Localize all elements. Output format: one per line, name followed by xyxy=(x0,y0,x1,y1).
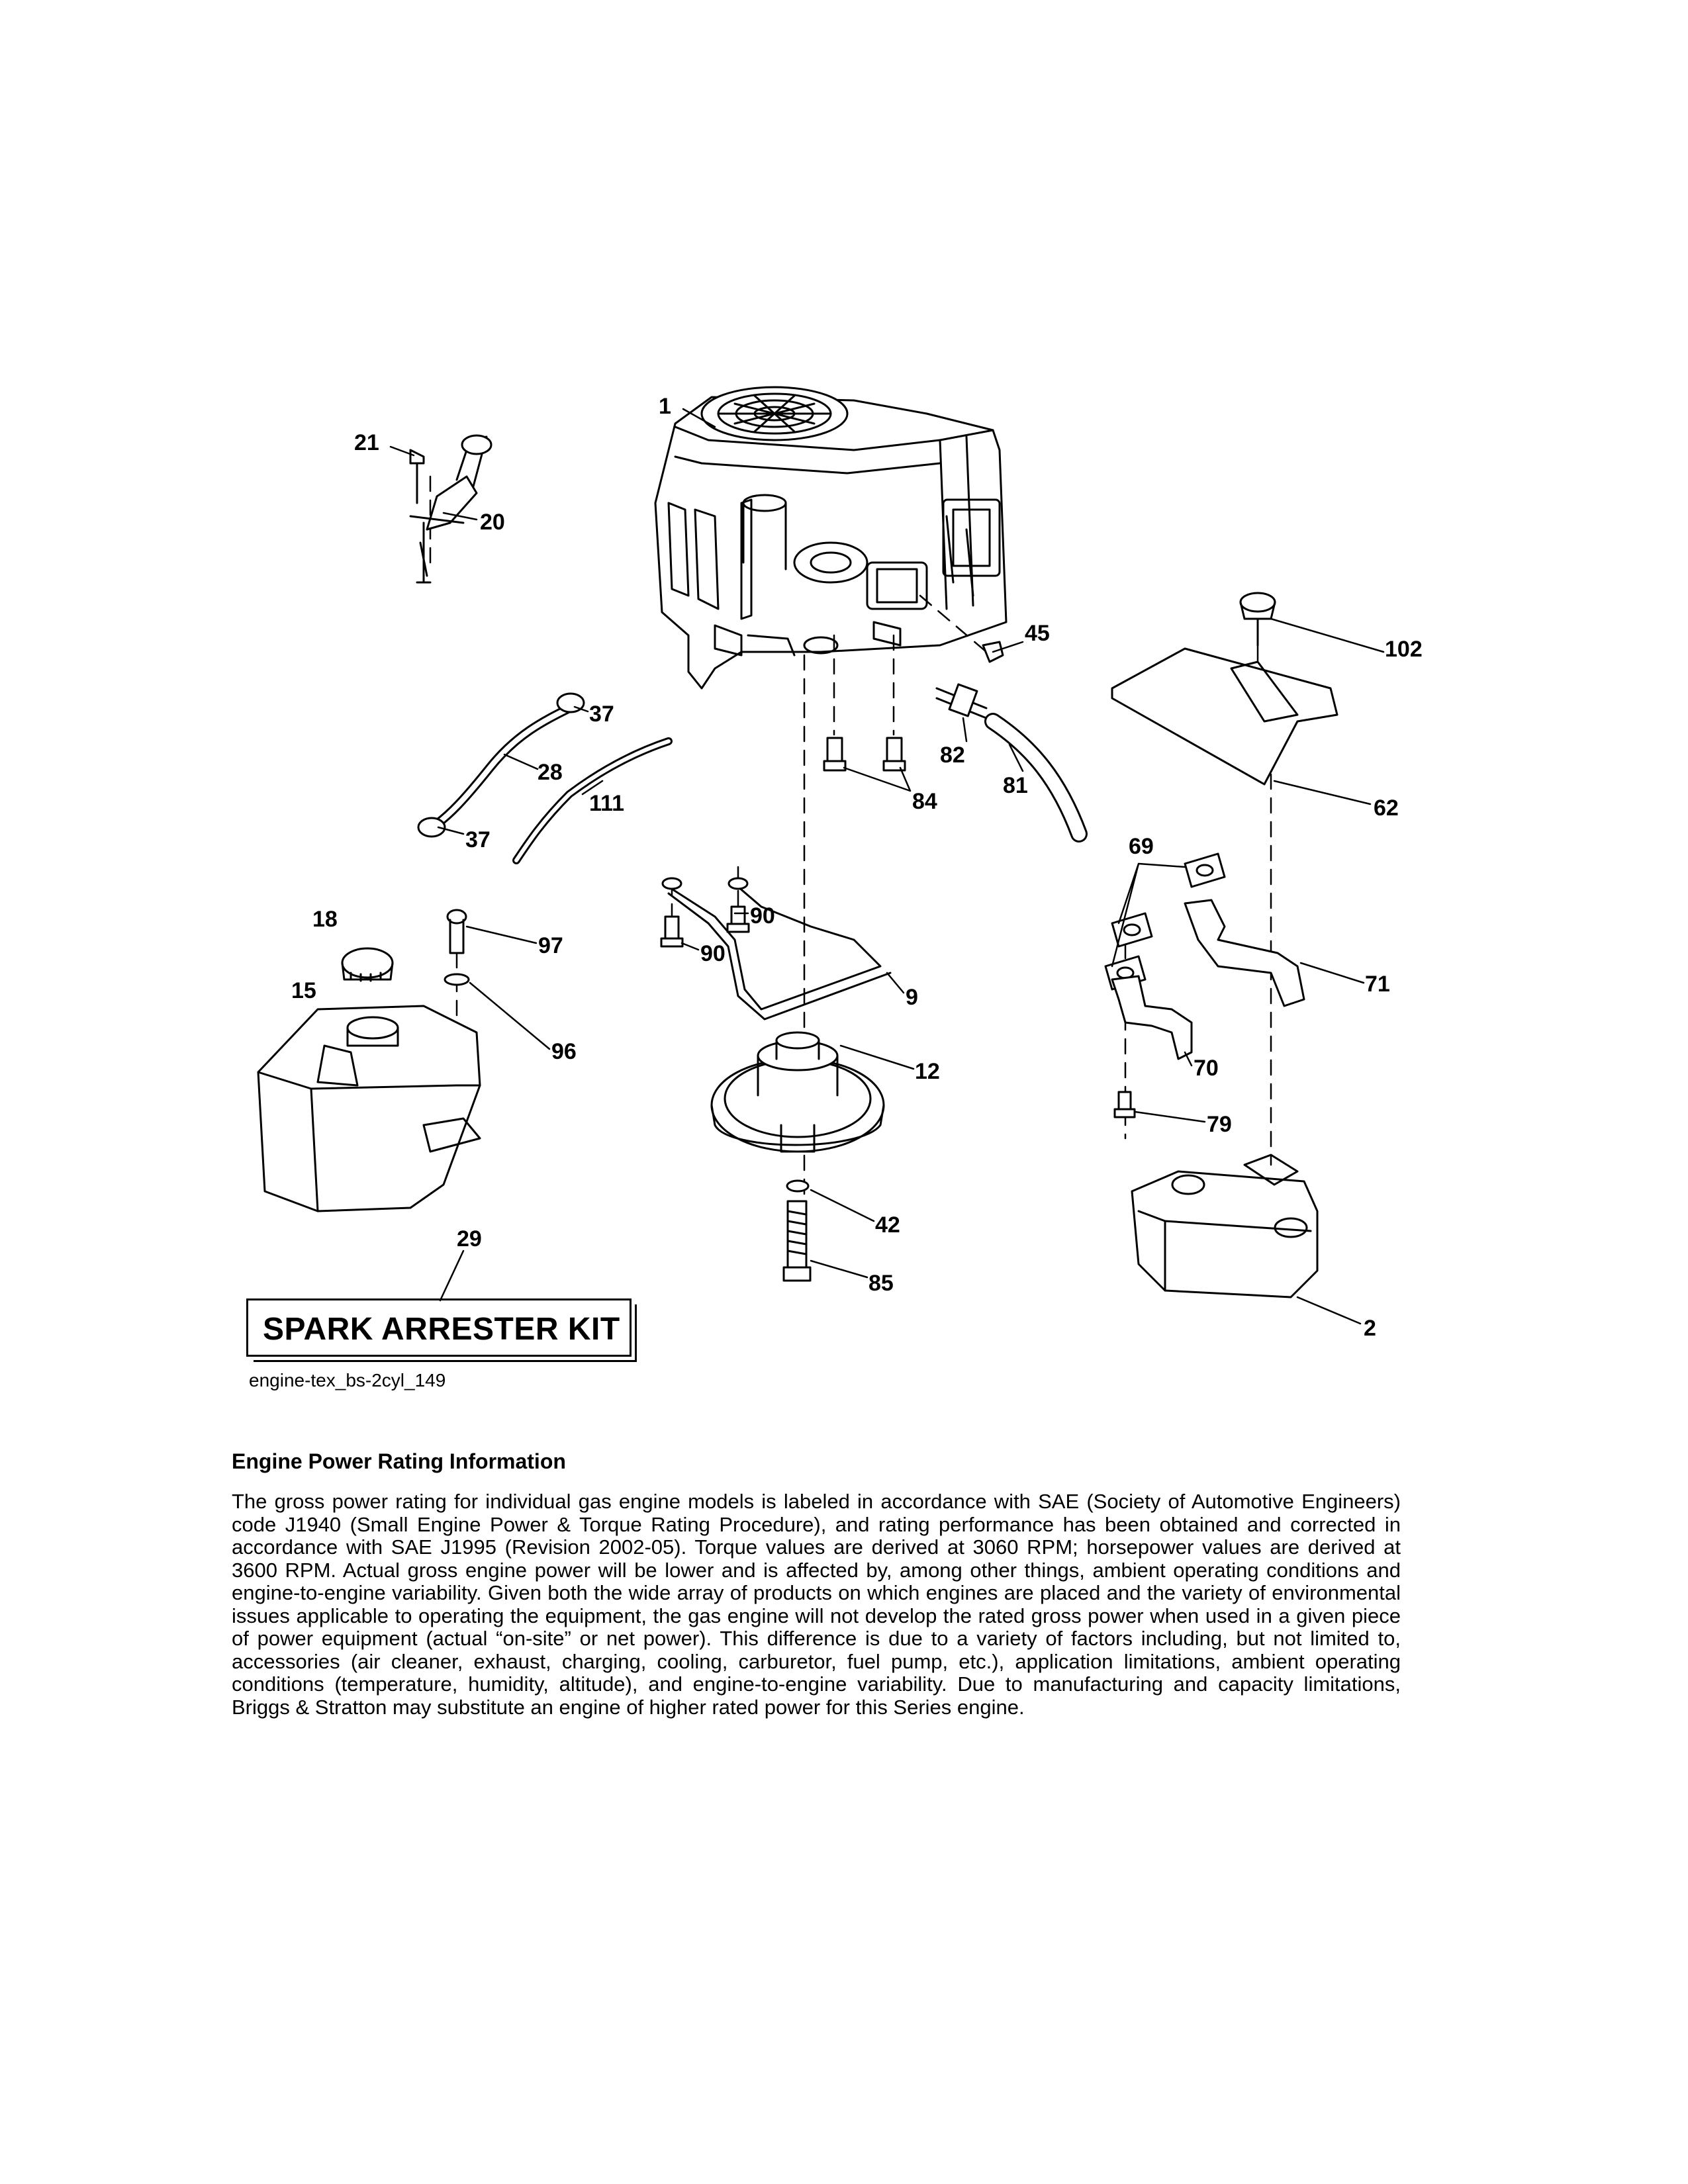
engine-bracket-drawing xyxy=(660,877,892,1021)
fuel-tank-drawing xyxy=(257,909,481,1212)
callout-69: 69 xyxy=(1129,834,1154,859)
mounting-bolts-drawing xyxy=(823,737,906,772)
callout-102: 102 xyxy=(1385,637,1423,662)
callout-2: 2 xyxy=(1364,1316,1376,1341)
callout-70: 70 xyxy=(1194,1056,1219,1081)
callout-97: 97 xyxy=(538,933,563,958)
fuel-line-drawing xyxy=(417,692,673,864)
callout-90-lower: 90 xyxy=(700,941,726,966)
callout-29: 29 xyxy=(457,1226,482,1251)
callout-42: 42 xyxy=(875,1212,900,1238)
callout-9: 9 xyxy=(906,985,918,1010)
callout-84: 84 xyxy=(912,789,937,814)
fuel-fitting-drawing xyxy=(935,641,1088,842)
muffler-drawing xyxy=(1131,1154,1319,1298)
callout-1: 1 xyxy=(659,394,671,419)
callout-81: 81 xyxy=(1003,773,1028,798)
engine-drawing xyxy=(654,386,1008,690)
callout-21: 21 xyxy=(354,430,379,455)
callout-82: 82 xyxy=(940,743,965,768)
callout-labels: 1 21 20 45 102 37 28 111 37 82 84 81 62 … xyxy=(291,394,1423,1341)
callout-62: 62 xyxy=(1374,796,1399,821)
callout-37-upper: 37 xyxy=(589,702,614,727)
callout-90-upper: 90 xyxy=(750,903,775,929)
callout-20: 20 xyxy=(480,510,505,535)
spark-arrester-kit-box: SPARK ARRESTER KIT xyxy=(246,1298,637,1362)
exhaust-pipes-drawing xyxy=(1104,852,1305,1118)
callout-96: 96 xyxy=(551,1039,577,1064)
pulley-drawing xyxy=(710,1031,885,1282)
section-title: Engine Power Rating Information xyxy=(232,1449,566,1473)
callout-12: 12 xyxy=(915,1059,940,1084)
callout-15: 15 xyxy=(291,978,316,1003)
callout-45: 45 xyxy=(1025,621,1050,646)
callout-18: 18 xyxy=(312,907,338,932)
callout-37-lower: 37 xyxy=(465,827,491,852)
callout-85: 85 xyxy=(868,1271,894,1296)
figure-id: engine-tex_bs-2cyl_149 xyxy=(249,1370,446,1390)
callout-28: 28 xyxy=(538,760,563,785)
spark-arrester-kit-label: SPARK ARRESTER KIT xyxy=(263,1312,620,1347)
leader-lines xyxy=(389,408,1385,1325)
throttle-control-drawing xyxy=(409,434,492,584)
callout-79: 79 xyxy=(1207,1112,1232,1137)
callout-111: 111 xyxy=(589,791,624,816)
callout-71: 71 xyxy=(1365,972,1390,997)
heat-shield-drawing xyxy=(1111,592,1338,786)
section-body: The gross power rating for individual ga… xyxy=(232,1490,1401,1719)
